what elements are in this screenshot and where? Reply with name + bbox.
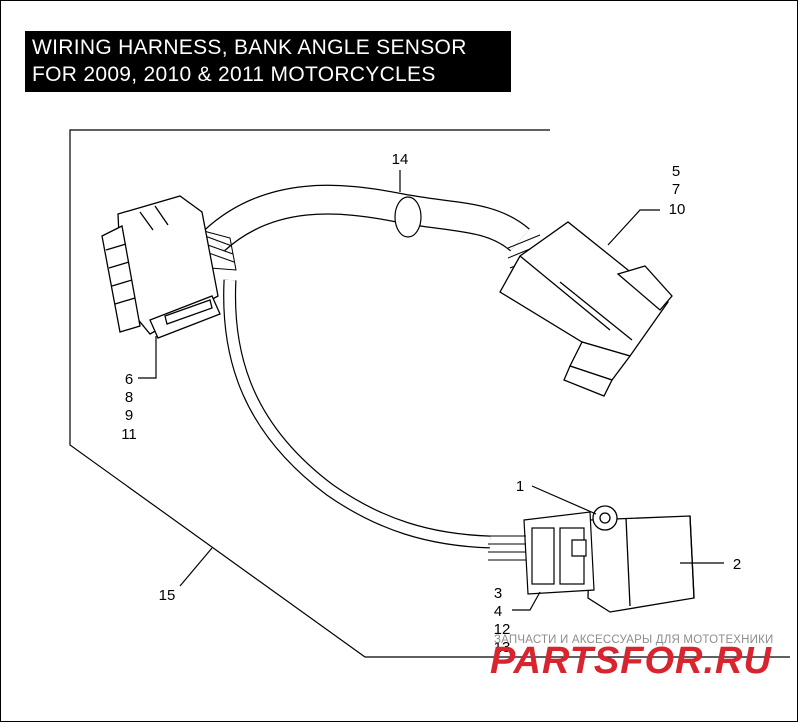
diagram-title: WIRING HARNESS, BANK ANGLE SENSOR FOR 20… xyxy=(25,31,511,92)
callout-15: 15 xyxy=(159,587,176,604)
callout-5: 5 xyxy=(672,163,680,180)
callout-12: 12 xyxy=(494,621,511,638)
callout-8: 8 xyxy=(125,389,133,406)
sensor-wires xyxy=(488,535,526,561)
callout-10: 10 xyxy=(669,201,686,218)
callout-9: 9 xyxy=(125,407,133,424)
watermark-tagline: ЗАПЧАСТИ И АКСЕССУАРЫ ДЛЯ МОТОТЕХНИКИ xyxy=(494,634,774,646)
callout-14: 14 xyxy=(392,151,409,168)
watermark-logo: PARTSFOR.RU xyxy=(490,640,772,682)
callout-6: 6 xyxy=(125,371,133,388)
callout-4: 4 xyxy=(494,603,502,620)
assembly-bracket xyxy=(69,129,790,658)
title-line-2: FOR 2009, 2010 & 2011 MOTORCYCLES xyxy=(32,63,436,86)
callout-2: 2 xyxy=(733,556,741,573)
left-connector xyxy=(101,195,221,339)
left-wire-fanout xyxy=(199,229,237,271)
callout-1: 1 xyxy=(516,478,524,495)
right-connector xyxy=(499,221,673,397)
title-line-1: WIRING HARNESS, BANK ANGLE SENSOR xyxy=(32,36,467,59)
callout-13: 13 xyxy=(494,639,511,656)
lower-cable xyxy=(223,279,491,549)
upper-cable xyxy=(204,184,530,252)
leader-lines xyxy=(138,170,724,611)
callout-7: 7 xyxy=(672,181,680,198)
sensor-connector xyxy=(523,511,595,595)
callout-11: 11 xyxy=(121,426,137,443)
callout-3: 3 xyxy=(494,585,502,602)
bank-angle-sensor xyxy=(587,505,695,613)
